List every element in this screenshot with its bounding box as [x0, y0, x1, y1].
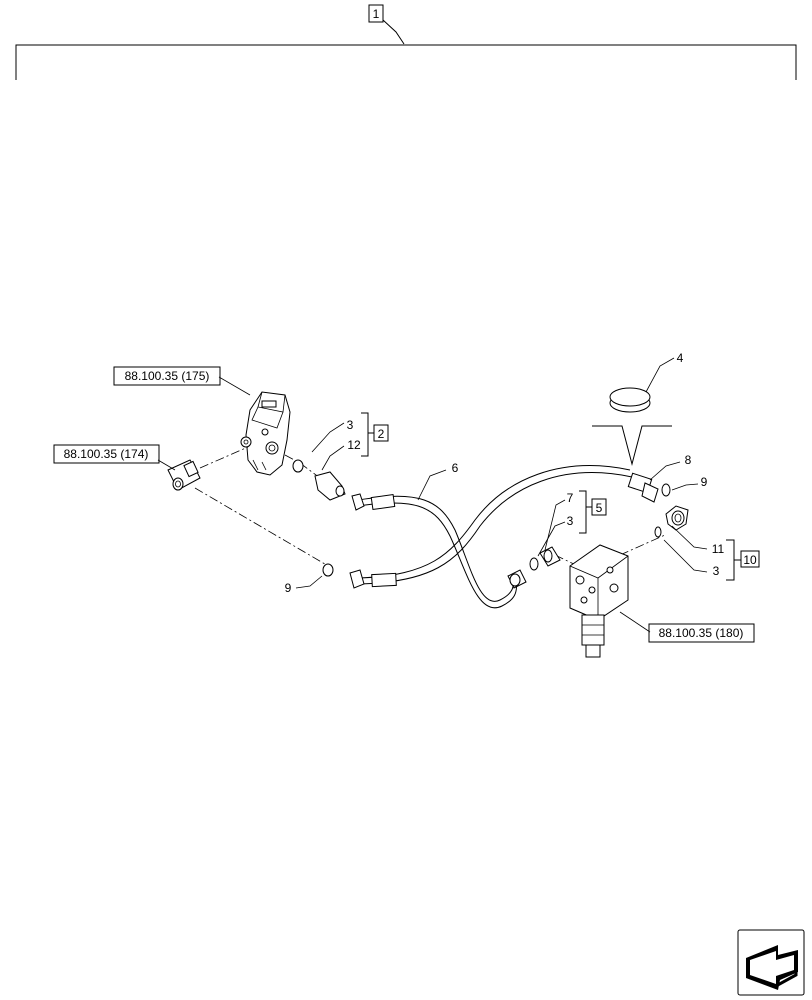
callout-10-box: 10: [740, 550, 760, 568]
reference-label: 88.100.35 (174): [64, 447, 149, 461]
callout-5-box: 5: [591, 498, 607, 516]
reference-174: 88.100.35 (174): [53, 444, 160, 464]
callout-label-3: 3: [567, 514, 574, 528]
callout-2-box: 2: [373, 424, 389, 442]
elbow-fitting: [665, 505, 689, 531]
callout-label-2: 2: [378, 427, 385, 441]
callout-label-6: 6: [452, 461, 459, 475]
o-ring-part: [322, 563, 334, 577]
assembly-label: 1: [373, 7, 380, 21]
center-adapter: [539, 546, 561, 567]
callout-label-4: 4: [677, 351, 684, 365]
hose-sleeve: [609, 387, 651, 413]
callout-label-5: 5: [596, 501, 603, 515]
callout-label-11: 11: [712, 542, 725, 556]
tee-fitting: [167, 459, 201, 491]
reference-180: 88.100.35 (180): [648, 623, 755, 643]
assembly-bracket: 1: [15, 4, 797, 80]
callout-label-9: 9: [285, 581, 292, 595]
callout-label-3: 3: [347, 418, 354, 432]
reference-label: 88.100.35 (175): [125, 369, 210, 383]
valve-block: [569, 544, 629, 658]
callout-label-7: 7: [567, 491, 574, 505]
o-ring-part: [654, 526, 662, 538]
hose-assembly: [349, 465, 659, 609]
adapter-fitting: [314, 471, 346, 501]
reference-175: 88.100.35 (175): [113, 366, 221, 386]
callout-label-3: 3: [713, 564, 720, 578]
callout-label-9: 9: [701, 475, 708, 489]
callout-label-8: 8: [685, 453, 692, 467]
next-page-arrow-icon[interactable]: [737, 929, 805, 996]
reference-label: 88.100.35 (180): [659, 626, 744, 640]
o-ring-part: [529, 557, 539, 571]
o-ring-part: [661, 483, 671, 497]
control-valve: [240, 391, 291, 476]
callout-label-10: 10: [743, 553, 757, 567]
o-ring-part: [292, 459, 304, 473]
callout-label-12: 12: [347, 438, 361, 452]
